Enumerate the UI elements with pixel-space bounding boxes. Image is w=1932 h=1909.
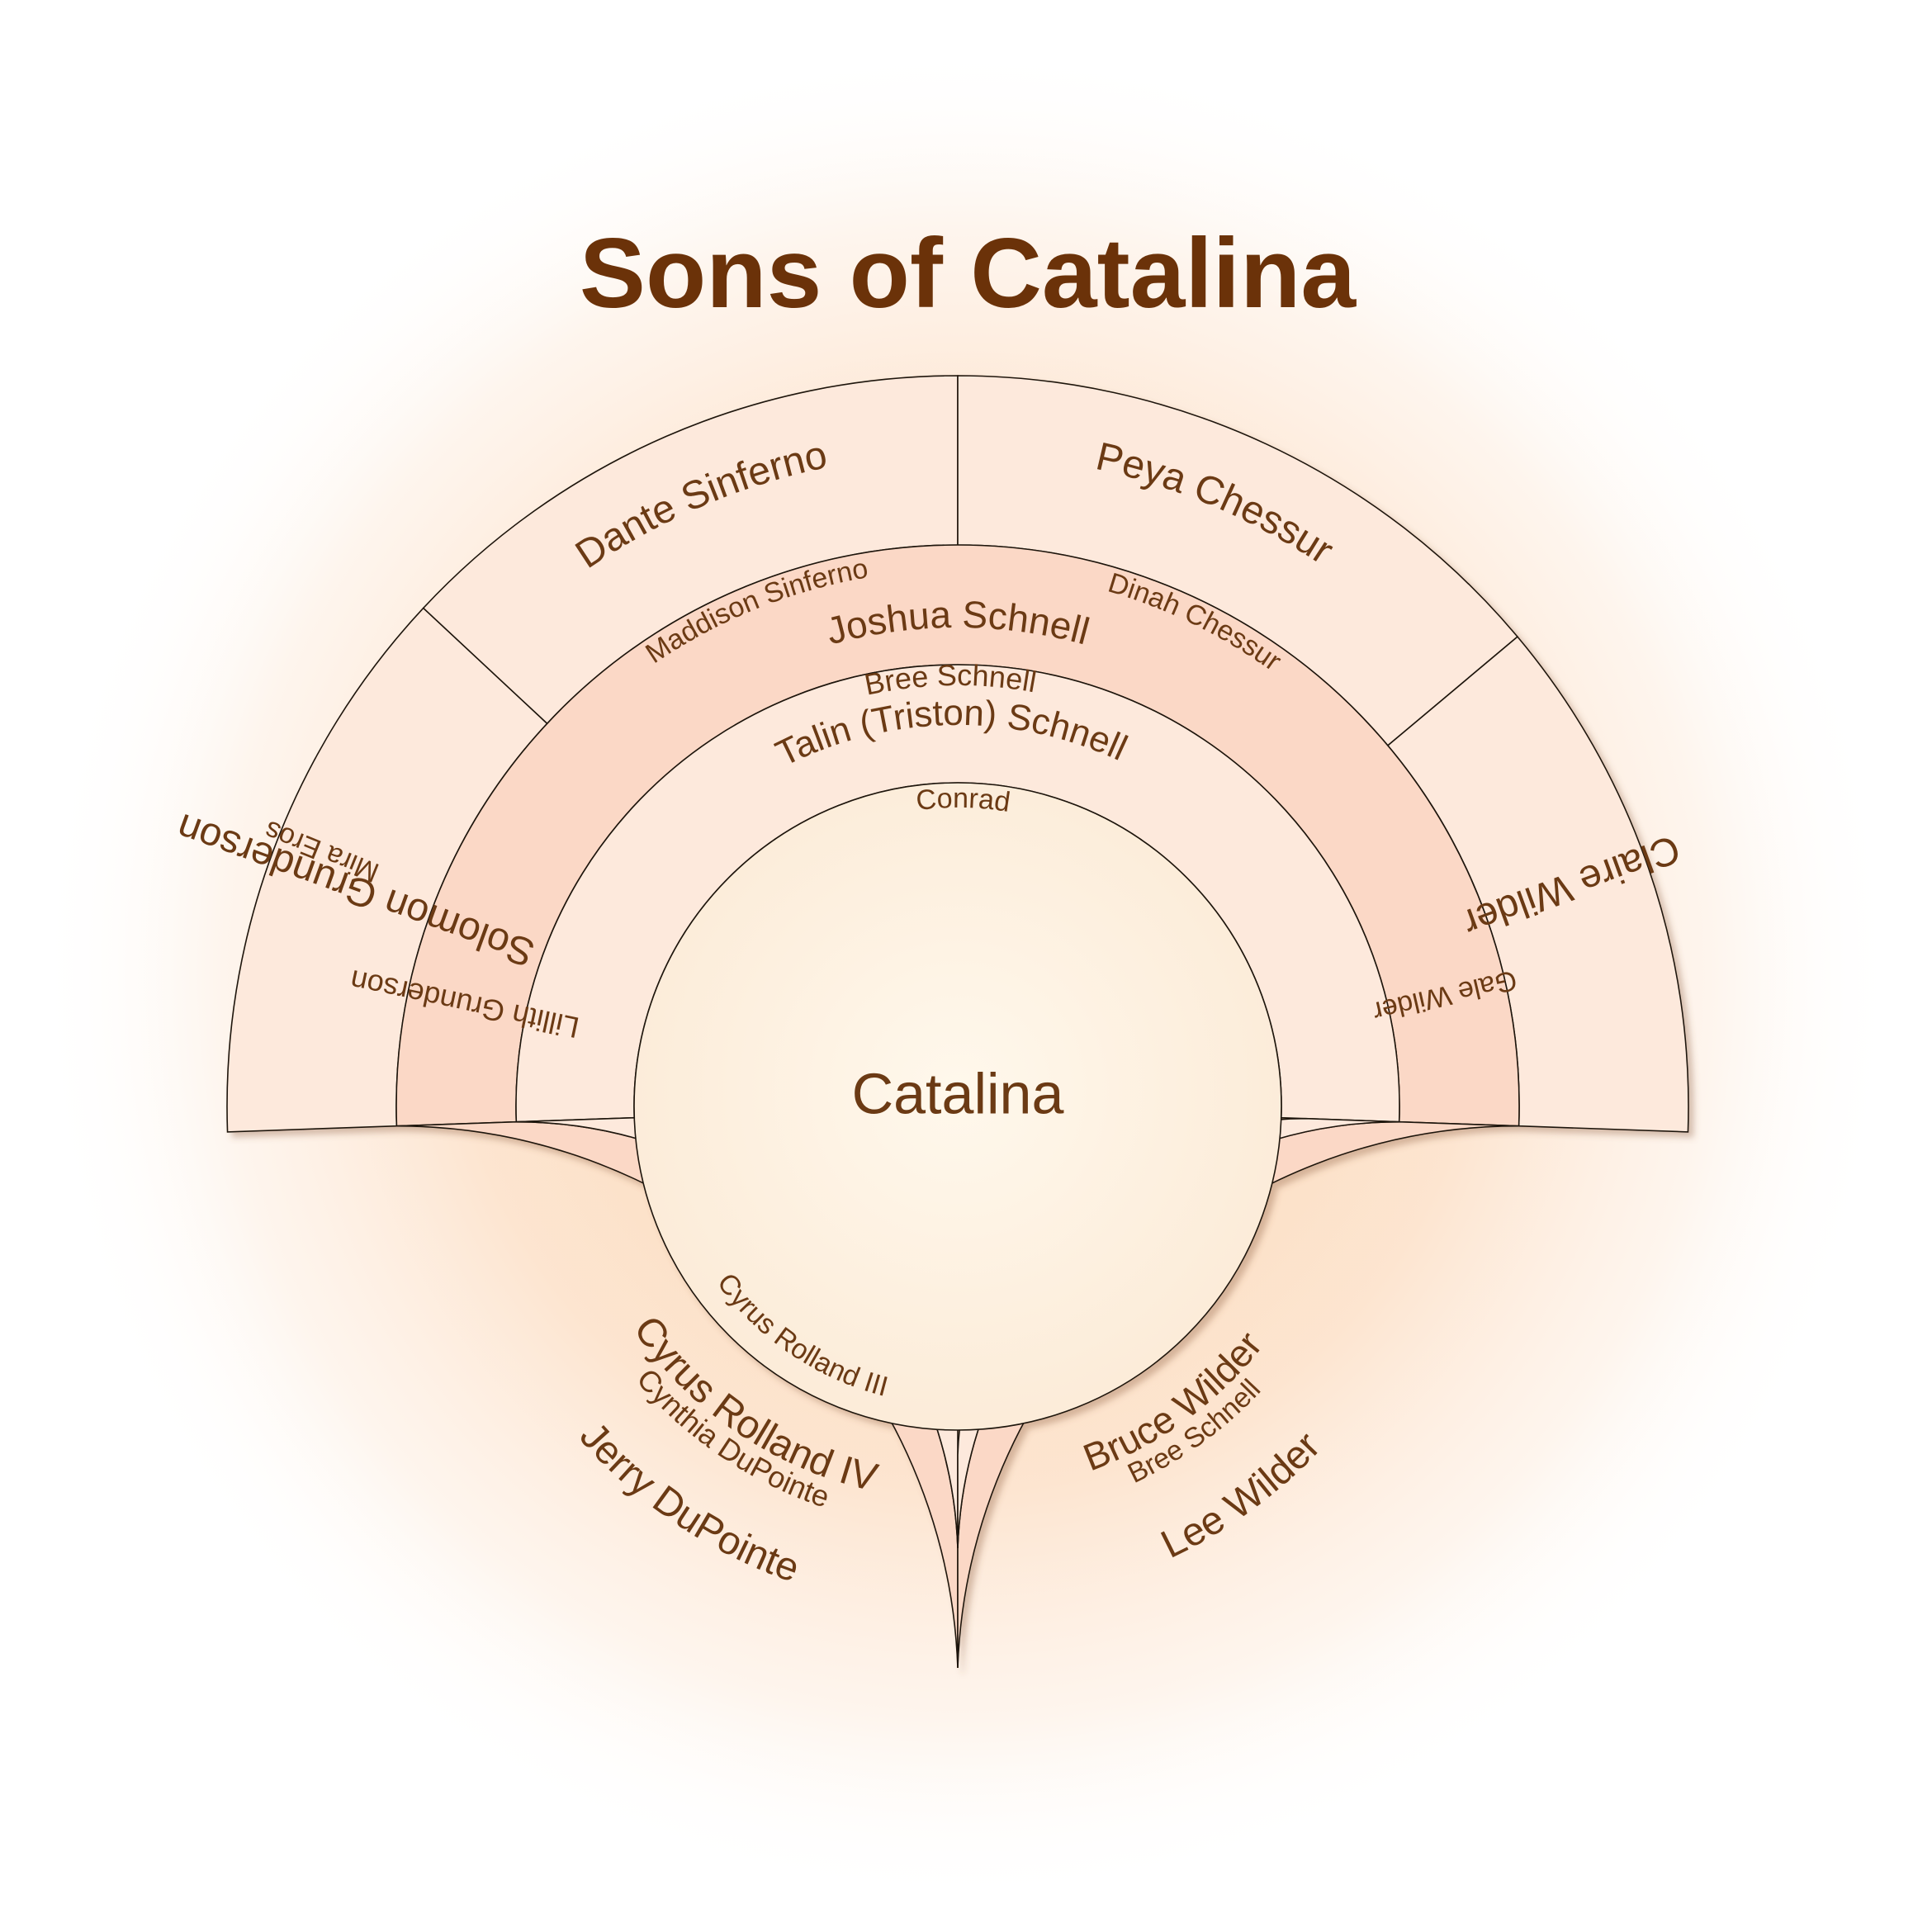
chart-title: Sons of Catalina xyxy=(580,218,1357,329)
center-name: Catalina xyxy=(852,1061,1064,1125)
center-circle xyxy=(633,782,1282,1431)
segments-layer xyxy=(226,375,1689,1669)
label-conrad: Conrad xyxy=(915,783,1012,818)
